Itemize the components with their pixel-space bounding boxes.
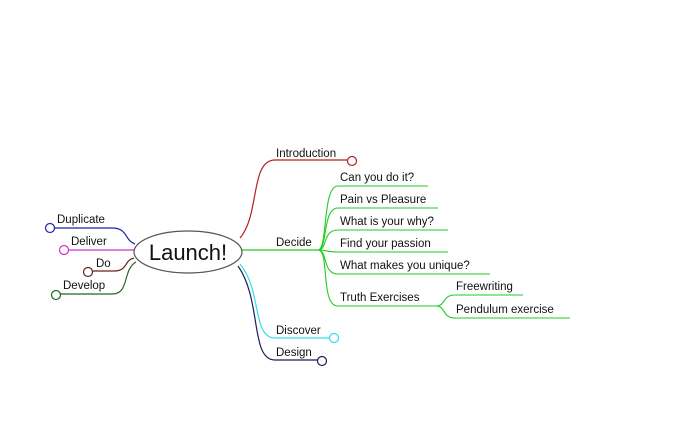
collapse-handle-design[interactable] bbox=[316, 355, 328, 367]
link-pendulum-exercise bbox=[435, 305, 570, 319]
topic-decide[interactable]: Decide bbox=[276, 237, 312, 249]
topic-what-is-your-why[interactable]: What is your why? bbox=[340, 216, 434, 228]
topic-truth-exercises[interactable]: Truth Exercises bbox=[340, 292, 420, 304]
topic-develop[interactable]: Develop bbox=[63, 280, 105, 292]
branch-introduction[interactable]: Introduction bbox=[239, 148, 358, 239]
central-topic-label[interactable]: Launch! bbox=[149, 240, 227, 265]
topic-freewriting[interactable]: Freewriting bbox=[456, 281, 513, 293]
branch-design-line bbox=[237, 265, 318, 361]
collapse-handle-discover[interactable] bbox=[328, 332, 340, 344]
topic-introduction[interactable]: Introduction bbox=[276, 148, 336, 160]
topic-design[interactable]: Design bbox=[276, 347, 312, 359]
branch-design[interactable]: Design bbox=[237, 265, 328, 367]
collapse-handle-introduction[interactable] bbox=[346, 155, 358, 167]
branch-discover-line bbox=[239, 263, 330, 339]
link-can-you-do-it bbox=[317, 185, 428, 251]
branch-decide[interactable]: Decide Can you do it? Pain vs Pleasure W… bbox=[240, 172, 570, 319]
collapse-handle-deliver[interactable] bbox=[58, 244, 70, 256]
central-topic[interactable]: Launch! bbox=[133, 230, 243, 274]
topic-deliver[interactable]: Deliver bbox=[71, 236, 107, 248]
topic-do[interactable]: Do bbox=[96, 258, 111, 270]
link-freewriting bbox=[435, 294, 523, 307]
topic-what-makes-you-unique[interactable]: What makes you unique? bbox=[340, 260, 470, 272]
branch-develop-line bbox=[60, 261, 137, 295]
collapse-handle-duplicate[interactable] bbox=[44, 222, 56, 234]
central-topic-shape bbox=[133, 230, 243, 274]
branch-discover[interactable]: Discover bbox=[239, 263, 340, 344]
topic-pendulum-exercise[interactable]: Pendulum exercise bbox=[456, 304, 554, 316]
topic-discover[interactable]: Discover bbox=[276, 325, 321, 337]
branch-duplicate[interactable]: Duplicate bbox=[44, 214, 136, 245]
branch-develop[interactable]: Develop bbox=[50, 261, 137, 301]
link-what-is-your-why bbox=[317, 229, 448, 251]
topic-duplicate[interactable]: Duplicate bbox=[57, 214, 105, 226]
collapse-handle-develop[interactable] bbox=[50, 289, 62, 301]
topic-find-your-passion[interactable]: Find your passion bbox=[340, 238, 431, 250]
branch-do[interactable]: Do bbox=[82, 257, 135, 278]
collapse-handle-do[interactable] bbox=[82, 266, 94, 278]
branch-do-line bbox=[92, 257, 135, 272]
topic-pain-vs-pleasure[interactable]: Pain vs Pleasure bbox=[340, 194, 426, 206]
branch-deliver[interactable]: Deliver bbox=[58, 236, 135, 256]
branch-introduction-line bbox=[239, 159, 348, 239]
branch-duplicate-line bbox=[54, 227, 136, 245]
topic-can-you-do-it[interactable]: Can you do it? bbox=[340, 172, 414, 184]
link-truth-exercises bbox=[317, 249, 436, 307]
link-find-your-passion bbox=[317, 249, 448, 253]
link-pain-vs-pleasure bbox=[317, 207, 438, 251]
